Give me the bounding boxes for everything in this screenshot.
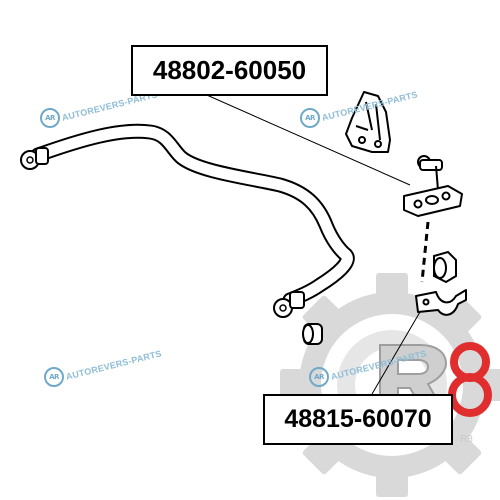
watermark: AR AUTOREVERS-PARTS	[40, 89, 160, 128]
part-number-callout-top: 48802-60050	[131, 45, 328, 96]
brand-badge-text: R8	[460, 434, 473, 445]
bushing	[433, 250, 457, 284]
watermark: AR AUTOREVERS-PARTS	[44, 348, 164, 387]
watermark-logo-icon: AR	[40, 108, 60, 128]
watermark-logo-icon: AR	[44, 367, 64, 387]
bar-bushing	[302, 323, 323, 345]
stabilizer-link	[403, 155, 463, 217]
watermark-logo-icon: AR	[309, 367, 329, 387]
leader-line-bottom	[371, 299, 428, 395]
part-number-callout-bottom: 48815-60070	[263, 394, 453, 445]
watermark: AR AUTOREVERS-PARTS	[309, 348, 429, 387]
bushing-bracket	[415, 289, 467, 316]
stabilizer-bar	[20, 123, 355, 318]
leader-line-top	[199, 91, 411, 186]
watermark-logo-icon: AR	[300, 108, 320, 128]
upper-bracket	[345, 91, 391, 153]
watermark: AR AUTOREVERS-PARTS	[300, 89, 420, 128]
assembly-line	[420, 221, 430, 283]
